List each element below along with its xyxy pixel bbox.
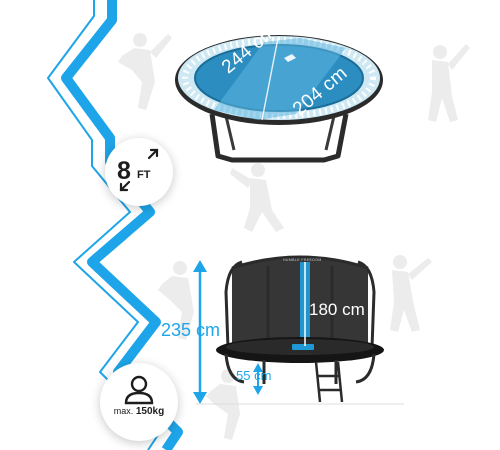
net-poles: [224, 260, 376, 350]
jumper-silhouette-5: [390, 255, 432, 332]
background-jumpers: [118, 33, 470, 440]
user-silhouette-icon: [124, 375, 154, 405]
max-weight-value: 150kg: [135, 406, 165, 417]
max-weight-prefix: max.: [113, 406, 134, 416]
diagonal-arrows-icon: [119, 148, 159, 192]
trampoline-top-view: [175, 35, 383, 163]
jumper-silhouette-1: [118, 33, 172, 110]
dimension-band: [214, 38, 346, 120]
frame-legs: [209, 113, 349, 163]
jumper-silhouette-3: [230, 163, 284, 232]
net-brand-text: HUMBLE FREEDOM: [283, 258, 322, 262]
ladder: [314, 361, 344, 403]
total-height-label: 235 cm: [161, 320, 221, 340]
max-weight-badge: max. 150kg: [100, 363, 178, 441]
total-height-arrow: [193, 260, 207, 404]
frame-legs-inner: [224, 115, 336, 151]
net-top-ring: [231, 255, 369, 270]
jumper-silhouette-4: [158, 261, 194, 340]
size-unit: FT: [137, 169, 151, 181]
mat-logo-mark: [284, 54, 296, 62]
trampoline-side-view: [196, 255, 404, 405]
side-mat-label: [292, 344, 314, 350]
size-badge: 8 FT: [105, 138, 173, 206]
jumper-silhouette-2: [428, 44, 470, 122]
net-height-label: 180 cm: [309, 300, 365, 319]
leg-height-arrow: [253, 363, 263, 395]
leg-height-label: 55 cm: [236, 368, 272, 383]
size-value: 8: [117, 157, 131, 185]
dimension-arrows: [193, 260, 306, 404]
dimension-divider: [261, 37, 279, 121]
side-legs: [224, 353, 376, 384]
max-weight-text: max. 150kg: [100, 406, 178, 417]
